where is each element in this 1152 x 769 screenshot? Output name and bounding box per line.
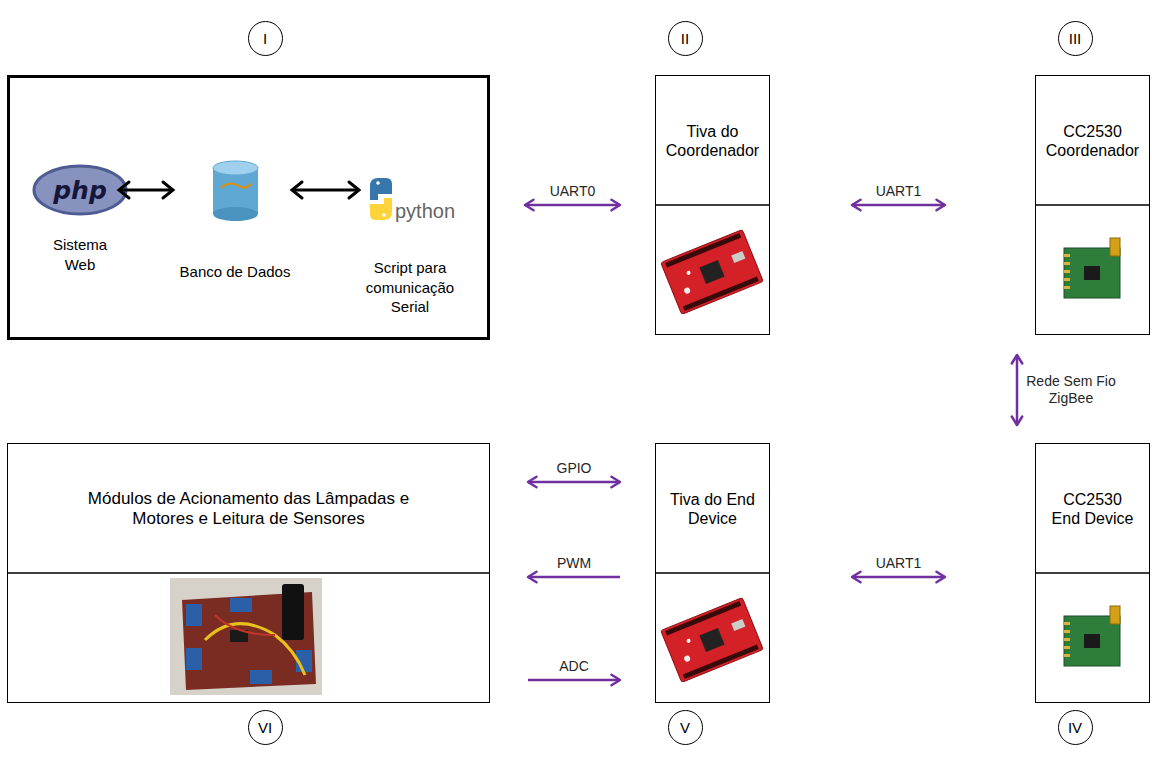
arrow-shaft (528, 481, 620, 484)
arrow-head (936, 572, 945, 582)
signal-arrow (528, 477, 620, 487)
arrow-shaft (528, 576, 620, 579)
arrow-shaft (528, 679, 620, 682)
title-area: Tiva do End Device (656, 444, 769, 574)
microcontroller-box: Tiva do End Device (655, 443, 770, 703)
signal-label: Rede Sem Fio ZigBee (1023, 373, 1119, 407)
title-area: CC2530 End Device (1036, 444, 1149, 574)
roman-numeral: IV (1068, 720, 1082, 735)
roman-numeral-circle: VI (248, 710, 283, 745)
box-title: Tiva do Coordenador (661, 122, 764, 160)
signal-label: ADC (557, 658, 591, 675)
arrow-head (528, 572, 537, 582)
driver-module-box: Módulos de Acionamento das Lâmpadas e Mo… (7, 443, 490, 703)
component-caption: Banco de Dados (165, 262, 305, 282)
arrow-head (1012, 355, 1022, 364)
arrow-head (852, 200, 861, 210)
arrow-head (611, 477, 620, 487)
signal-label: UART0 (548, 183, 598, 200)
arrow-head (852, 572, 861, 582)
arrow-shaft (1016, 355, 1019, 425)
signal-arrow (528, 572, 620, 582)
signal-label: UART1 (874, 555, 924, 572)
radio-module-box: CC2530 End Device (1035, 443, 1150, 703)
title-area: CC2530 Coordenador (1036, 76, 1149, 206)
roman-numeral-circle: V (668, 710, 703, 745)
roman-numeral-circle: IV (1058, 710, 1093, 745)
box-title: Módulos de Acionamento das Lâmpadas e Mo… (59, 489, 439, 530)
box-title: Tiva do End Device (661, 490, 764, 528)
roman-numeral: I (263, 31, 267, 46)
title-area: Módulos de Acionamento das Lâmpadas e Mo… (8, 444, 489, 574)
logo-text: php (53, 178, 107, 203)
signal-arrow (852, 200, 945, 210)
component-caption: Sistema Web (40, 235, 120, 274)
signal-arrow (1012, 355, 1022, 425)
signal-arrow (525, 200, 620, 210)
arrow-shaft (525, 204, 620, 207)
microcontroller-box: Tiva do Coordenador (655, 75, 770, 335)
roman-numeral-circle: I (248, 21, 283, 56)
arrow-head (1012, 416, 1022, 425)
roman-numeral: VI (258, 720, 272, 735)
arrow-head (611, 675, 620, 685)
arrow-shaft (852, 204, 945, 207)
logo-text: python (395, 201, 455, 221)
arrow-head (611, 200, 620, 210)
signal-arrow (528, 675, 620, 685)
roman-numeral: II (681, 31, 689, 46)
component-caption: Script para comunicação Serial (358, 258, 462, 317)
radio-module-box: CC2530 Coordenador (1035, 75, 1150, 335)
arrow-head (936, 200, 945, 210)
roman-numeral-circle: II (668, 21, 703, 56)
roman-numeral: III (1069, 31, 1082, 46)
arrow-head (525, 200, 534, 210)
title-area: Tiva do Coordenador (656, 76, 769, 206)
signal-arrow (852, 572, 945, 582)
signal-label: UART1 (874, 183, 924, 200)
roman-numeral-circle: III (1058, 21, 1093, 56)
signal-label: PWM (555, 555, 593, 572)
box-title: CC2530 Coordenador (1041, 122, 1144, 160)
box-title: CC2530 End Device (1049, 490, 1137, 528)
arrow-shaft (852, 576, 945, 579)
signal-label: GPIO (554, 460, 593, 477)
roman-numeral: V (680, 720, 690, 735)
arrow-head (528, 477, 537, 487)
